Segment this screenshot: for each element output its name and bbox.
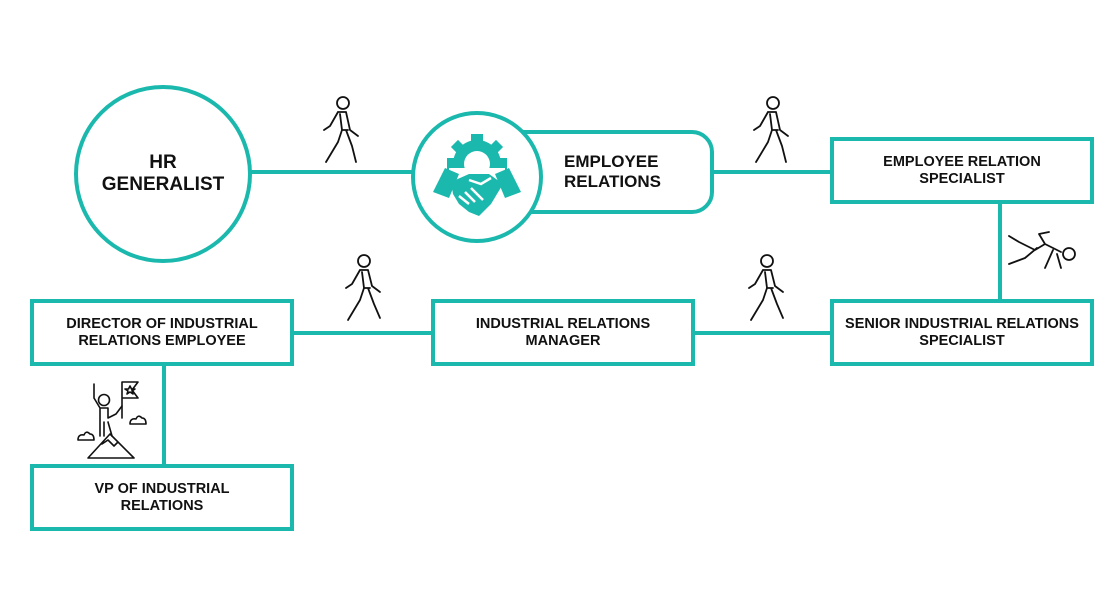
falling-person-icon <box>1008 231 1076 269</box>
node-vp-industrial-relations: VP OF INDUSTRIAL RELATIONS <box>30 464 294 531</box>
node-label: INDUSTRIAL RELATIONS MANAGER <box>475 315 651 349</box>
connector-hr-er <box>248 170 418 174</box>
walking-person-icon <box>753 96 789 163</box>
connector-dir-vp <box>162 364 166 467</box>
connector-sirs-irm <box>692 331 832 335</box>
node-label: VP OF INDUSTRIAL RELATIONS <box>94 480 230 514</box>
node-director-industrial-relations: DIRECTOR OF INDUSTRIAL RELATIONS EMPLOYE… <box>30 299 294 366</box>
employee-relations-icon-circle <box>411 111 543 243</box>
node-hr-generalist: HR GENERALIST <box>74 85 252 263</box>
node-label: HR GENERALIST <box>101 152 225 195</box>
node-label: EMPLOYEE RELATION SPECIALIST <box>883 153 1041 187</box>
connector-irm-dir <box>292 331 434 335</box>
connector-ers-sirs <box>998 202 1002 302</box>
handshake-gear-icon <box>433 134 521 216</box>
walking-person-icon <box>748 254 784 321</box>
walking-person-icon <box>323 96 359 163</box>
walking-person-icon <box>345 254 381 321</box>
connector-er-ers <box>710 170 832 174</box>
node-employee-relation-specialist: EMPLOYEE RELATION SPECIALIST <box>830 137 1094 204</box>
node-industrial-relations-manager: INDUSTRIAL RELATIONS MANAGER <box>431 299 695 366</box>
node-label: SENIOR INDUSTRIAL RELATIONS SPECIALIST <box>845 315 1079 349</box>
node-label: EMPLOYEE RELATIONS <box>564 152 661 191</box>
node-senior-industrial-relations-specialist: SENIOR INDUSTRIAL RELATIONS SPECIALIST <box>830 299 1094 366</box>
node-label: DIRECTOR OF INDUSTRIAL RELATIONS EMPLOYE… <box>66 315 258 349</box>
summit-flag-person-icon <box>77 381 147 459</box>
